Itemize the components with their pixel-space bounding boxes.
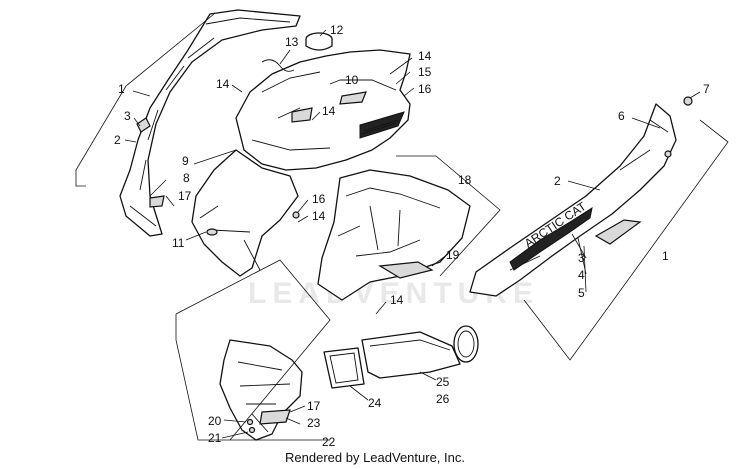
front-hood[interactable] <box>191 149 300 277</box>
footer-credit: Rendered by LeadVenture, Inc. <box>285 450 465 465</box>
callout-22: 22 <box>322 435 336 449</box>
callout-3: 3 <box>578 251 585 265</box>
callout-17: 17 <box>307 399 321 413</box>
tray-assembly[interactable] <box>317 169 471 301</box>
callout-7: 7 <box>703 82 710 96</box>
callout-19: 19 <box>446 248 460 262</box>
callout-3: 3 <box>124 109 131 123</box>
callout-12: 12 <box>330 23 344 37</box>
callout-14: 14 <box>216 77 230 91</box>
callout-18: 18 <box>458 173 472 187</box>
callout-1: 1 <box>118 82 125 96</box>
callout-23: 23 <box>307 416 321 430</box>
callout-9: 9 <box>182 154 189 168</box>
callout-26: 26 <box>436 392 450 406</box>
callout-21: 21 <box>208 431 222 445</box>
callout-6: 6 <box>618 109 625 123</box>
callout-2: 2 <box>554 174 561 188</box>
callout-14: 14 <box>390 293 404 307</box>
callout-8: 8 <box>183 171 190 185</box>
callout-17: 17 <box>178 189 192 203</box>
leader-lines <box>124 29 701 439</box>
callout-16: 16 <box>418 82 432 96</box>
upper-console-assembly[interactable] <box>235 32 411 171</box>
lower-front-fascia[interactable] <box>219 339 303 441</box>
intake-duct-assembly[interactable] <box>323 325 479 389</box>
callout-14: 14 <box>418 49 432 63</box>
callout-11: 11 <box>172 236 185 250</box>
callout-25: 25 <box>436 375 450 389</box>
callout-5: 5 <box>578 286 585 300</box>
callout-24: 24 <box>368 396 382 410</box>
callout-1: 1 <box>662 249 669 263</box>
callout-4: 4 <box>578 268 585 282</box>
callout-labels: 1 3 2 8 17 13 12 14 10 14 15 16 14 9 11 … <box>114 23 710 449</box>
callout-16: 16 <box>312 192 326 206</box>
callout-14: 14 <box>312 209 326 223</box>
right-side-panel[interactable]: ARCTIC CAT <box>469 96 693 297</box>
callout-15: 15 <box>418 65 432 79</box>
callout-13: 13 <box>285 35 299 49</box>
bracket-lines <box>75 13 729 441</box>
callout-14: 14 <box>322 104 336 118</box>
callout-10: 10 <box>345 73 359 87</box>
callout-20: 20 <box>208 414 222 428</box>
callout-2: 2 <box>114 133 121 147</box>
